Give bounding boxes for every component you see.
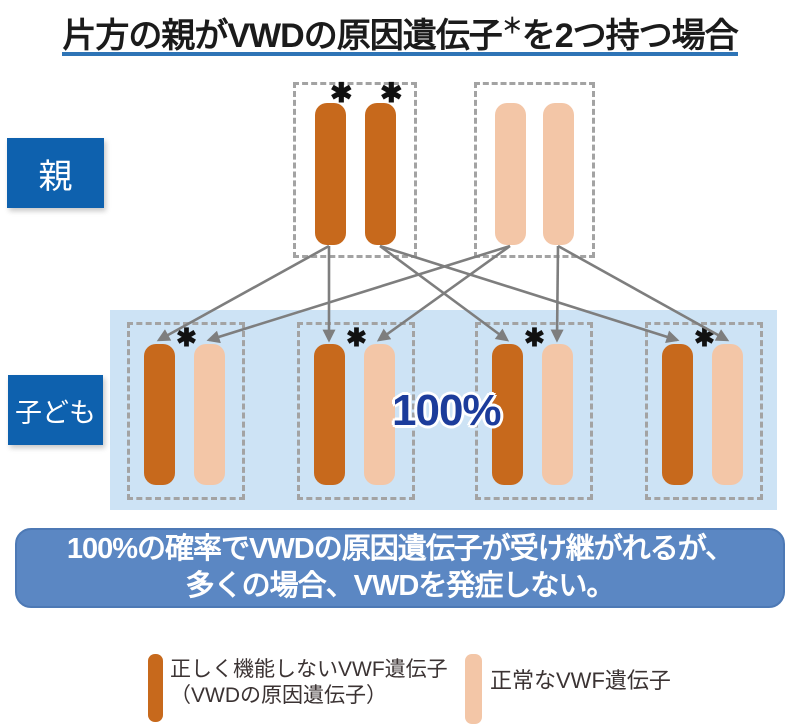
normal-gene-bar (542, 344, 573, 485)
gene-asterisk: ✱ (380, 78, 403, 108)
legend-normal-label: 正常なVWF遺伝子 (490, 668, 671, 693)
defective-gene-bar (662, 344, 693, 485)
normal-gene-bar (543, 103, 574, 245)
parent-gene-box-affected: ✱ ✱ (293, 78, 417, 258)
legend-defective-swatch (148, 654, 163, 722)
gene-asterisk: ✱ (176, 324, 197, 352)
children-row-label: 子ども (8, 375, 103, 445)
child-gene-box: ✱ (127, 322, 245, 500)
legend-defective-line-2: （VWDの原因遺伝子） (170, 684, 387, 707)
probability-label: 100% (392, 386, 502, 435)
defective-gene-bar (365, 103, 396, 245)
summary-line-2: 多くの場合、VWDを発症しない。 (185, 570, 616, 602)
summary-line-1: 100%の確率でVWDの原因遺伝子が受け継がれるが、 (66, 533, 734, 565)
title-suffix: を2つ持つ場合 (521, 17, 739, 55)
gene-asterisk: ✱ (524, 324, 545, 352)
title-underline (62, 52, 738, 56)
gene-asterisk: ✱ (330, 78, 353, 108)
title-main: 片方の親がVWDの原因遺伝子 (62, 17, 502, 55)
parent-gene-box-normal (474, 82, 595, 258)
normal-gene-bar (712, 344, 743, 485)
normal-gene-bar (495, 103, 526, 245)
gene-asterisk: ✱ (694, 324, 715, 352)
legend-normal-swatch (465, 654, 482, 724)
defective-gene-bar (315, 103, 346, 245)
child-gene-box: ✱ (645, 322, 763, 500)
normal-gene-bar (364, 344, 395, 485)
legend-defective-line-1: 正しく機能しないVWF遺伝子 (170, 658, 448, 681)
summary-banner: 100%の確率でVWDの原因遺伝子が受け継がれるが、 多くの場合、VWDを発症し… (15, 528, 785, 608)
normal-gene-bar (194, 344, 225, 485)
title-asterisk: ＊ (501, 15, 523, 38)
defective-gene-bar (314, 344, 345, 485)
gene-asterisk: ✱ (346, 324, 367, 352)
page-title: 片方の親がVWDの原因遺伝子＊を2つ持つ場合 (0, 6, 800, 57)
parent-row-label: 親 (7, 138, 104, 208)
legend-defective-label: 正しく機能しないVWF遺伝子 （VWDの原因遺伝子） (170, 657, 448, 709)
child-gene-box: ✱ (475, 322, 593, 500)
defective-gene-bar (144, 344, 175, 485)
defective-gene-bar (492, 344, 523, 485)
